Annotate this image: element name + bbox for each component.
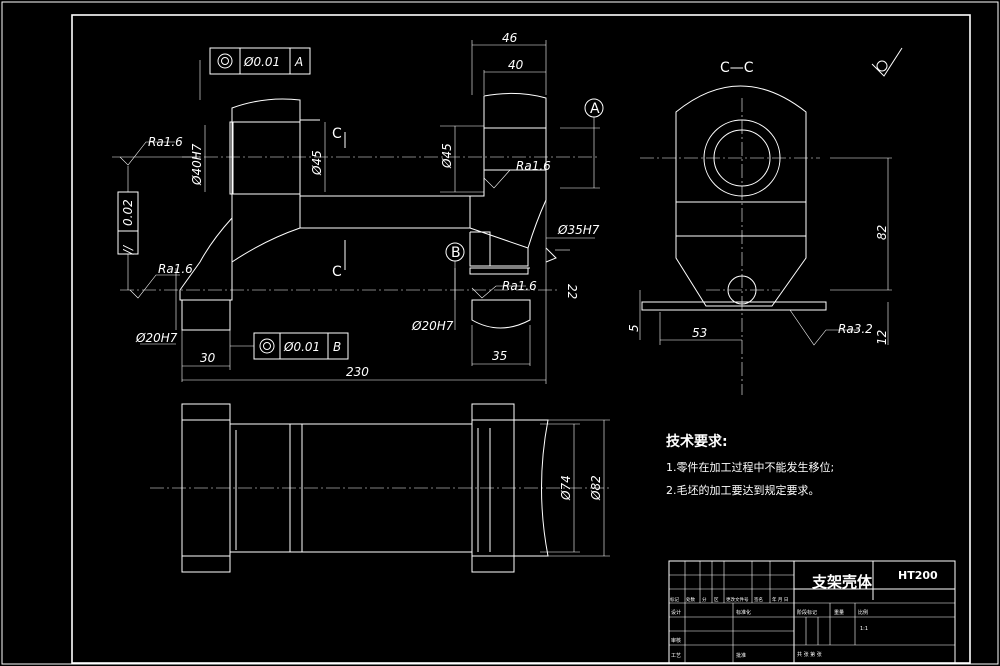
front-section-view	[112, 40, 604, 384]
dim-40: 40	[508, 58, 524, 72]
dim-d82: Ø82	[589, 475, 603, 501]
tech-requirements: 技术要求: 1.零件在加工过程中不能发生移位; 2.毛坯的加工要达到规定要求。	[666, 433, 834, 497]
tol-a-datum: A	[294, 55, 303, 69]
approval: 批准	[736, 652, 746, 659]
ra-5: Ra3.2	[838, 322, 873, 336]
dim-12: 12	[875, 330, 889, 345]
tech-item-1: 1.零件在加工过程中不能发生移位;	[666, 460, 834, 474]
th-count: 处数	[686, 596, 695, 603]
dim-d20h7-right: Ø20H7	[411, 319, 454, 333]
th-date: 年 月 日	[772, 596, 788, 603]
ra-3: Ra1.6	[516, 159, 551, 173]
ra-2: Ra1.6	[158, 262, 193, 276]
dim-30: 30	[200, 351, 216, 365]
dim-5: 5	[627, 324, 641, 332]
datum-b: B	[451, 245, 461, 261]
plan-view	[150, 403, 610, 573]
dim-230: 230	[346, 365, 369, 379]
tol-b-value: Ø0.01	[283, 340, 320, 354]
dim-35: 35	[492, 349, 507, 363]
th-sign: 签名	[754, 596, 763, 603]
dim-d35h7: Ø35H7	[557, 223, 600, 237]
tol-a-value: Ø0.01	[243, 55, 280, 69]
inner-frame	[71, 14, 971, 664]
datum-a: A	[590, 101, 600, 117]
dim-d45-right: Ø45	[440, 143, 454, 169]
dim-82-vertical: 82	[875, 225, 889, 240]
tol-left-value: 0.02	[121, 199, 135, 226]
role-design: 设计	[671, 609, 681, 616]
dim-d45-left: Ø45	[310, 150, 324, 176]
dim-46: 46	[502, 31, 518, 45]
scale: 比例	[858, 609, 868, 616]
weight: 重量	[834, 609, 844, 616]
th-doc: 更改文件号	[726, 596, 749, 603]
th-div: 分	[702, 596, 707, 603]
title-block: 支架壳体 HT200 标记 处数 分 区 更改文件号 签名 年 月 日 设计 标…	[668, 560, 956, 664]
section-label: C—C	[720, 60, 754, 76]
section-mark-top: C	[332, 126, 342, 142]
dim-22: 22	[565, 284, 579, 299]
tech-heading: 技术要求:	[666, 433, 728, 450]
part-name: 支架壳体	[811, 573, 873, 591]
stage-mark: 阶段标记	[797, 609, 817, 616]
section-mark-bottom: C	[332, 264, 342, 280]
material: HT200	[898, 569, 938, 582]
dim-d20h7-left: Ø20H7	[135, 331, 178, 345]
role-review: 审核	[671, 637, 681, 644]
dim-53: 53	[692, 326, 707, 340]
scale-value: 1:1	[860, 626, 868, 632]
dim-d74: Ø74	[559, 475, 573, 501]
standardization: 标准化	[736, 609, 751, 616]
th-mark: 标记	[670, 596, 679, 603]
labels: C—C C C A B ◎ Ø0.01 A ◎ Ø0.01 B // 0.02 …	[121, 31, 889, 501]
dim-d40h7: Ø40H7	[190, 143, 204, 186]
role-process: 工艺	[671, 653, 681, 659]
section-c-c-view	[639, 47, 903, 395]
tech-item-2: 2.毛坯的加工要达到规定要求。	[666, 483, 820, 497]
ra-4: Ra1.6	[502, 279, 537, 293]
tol-left-symbol: //	[121, 244, 135, 255]
sheet-info: 共 张 第 张	[797, 651, 822, 658]
th-zone: 区	[714, 597, 719, 603]
ra-1: Ra1.6	[148, 135, 183, 149]
tol-b-datum: B	[333, 340, 341, 354]
